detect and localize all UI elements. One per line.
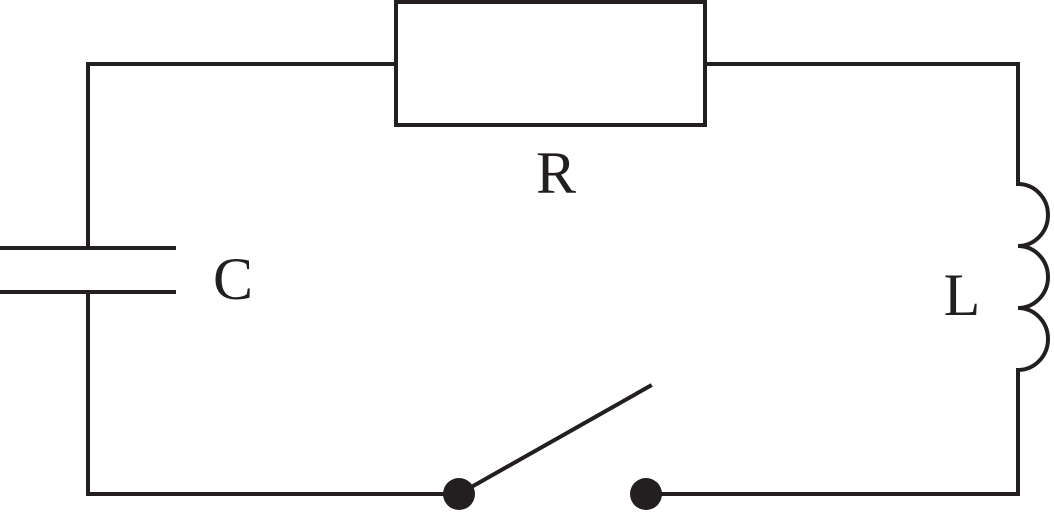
inductor [1015, 181, 1050, 373]
wire-top-right [703, 62, 1020, 186]
resistor-label: R [536, 140, 576, 206]
wire-right-bottom [644, 368, 1020, 496]
wire-top-left [86, 62, 398, 250]
resistor [394, 0, 707, 127]
switch-lever [456, 383, 653, 497]
wire-left-bottom [86, 290, 461, 496]
switch-terminal-right [630, 478, 662, 510]
inductor-label: L [944, 262, 981, 328]
switch-terminal-left [443, 478, 475, 510]
capacitor-label: C [213, 246, 253, 312]
